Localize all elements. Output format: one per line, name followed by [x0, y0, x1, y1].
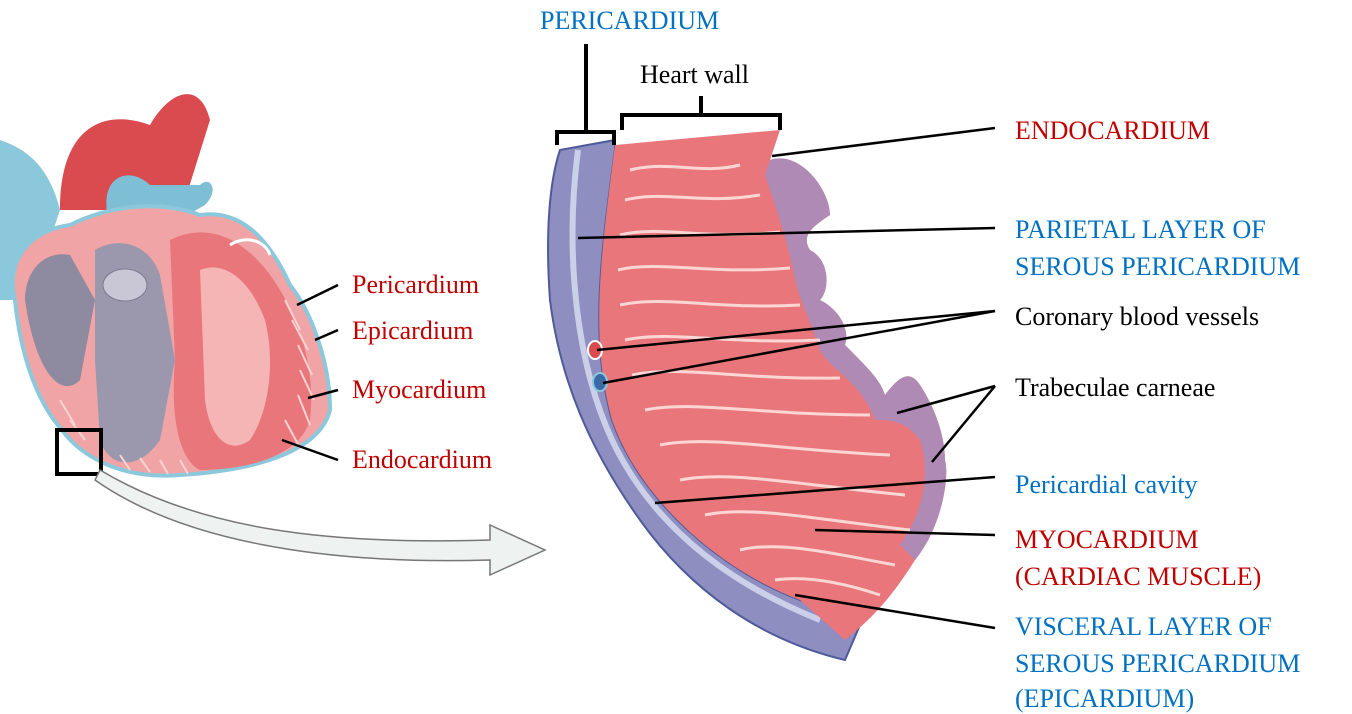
parietal-label-line1: PARIETAL LAYER OF: [1015, 215, 1266, 245]
visceral-label-line2: SEROUS PERICARDIUM: [1015, 649, 1300, 679]
heart-wall-section: [548, 130, 946, 660]
left-pericardium-label: Pericardium: [352, 270, 479, 300]
left-myocardium-label: Myocardium: [352, 375, 486, 405]
trabeculae-label: Trabeculae carneae: [1015, 373, 1215, 403]
parietal-label-line2: SEROUS PERICARDIUM: [1015, 252, 1300, 282]
heart-wall-label: Heart wall: [640, 60, 749, 90]
valve: [103, 269, 147, 301]
zoom-arrow: [95, 470, 545, 575]
pericardial-cavity-label: Pericardial cavity: [1015, 470, 1198, 500]
left-epicardium-label: Epicardium: [352, 316, 473, 346]
visceral-label-line1: VISCERAL LAYER OF: [1015, 612, 1272, 642]
endocardium-label: ENDOCARDIUM: [1015, 116, 1210, 146]
myocardium-label-line1: MYOCARDIUM: [1015, 525, 1198, 555]
pericardium-top-label: PERICARDIUM: [540, 6, 719, 36]
myocardium-label-line2: (CARDIAC MUSCLE): [1015, 562, 1261, 592]
visceral-label-line3: (EPICARDIUM): [1015, 684, 1194, 714]
left-endocardium-label: Endocardium: [352, 445, 492, 475]
heart-wall-bracket: [622, 115, 780, 130]
coronary-vessels-label: Coronary blood vessels: [1015, 302, 1259, 332]
heart-illustration: [0, 94, 330, 476]
